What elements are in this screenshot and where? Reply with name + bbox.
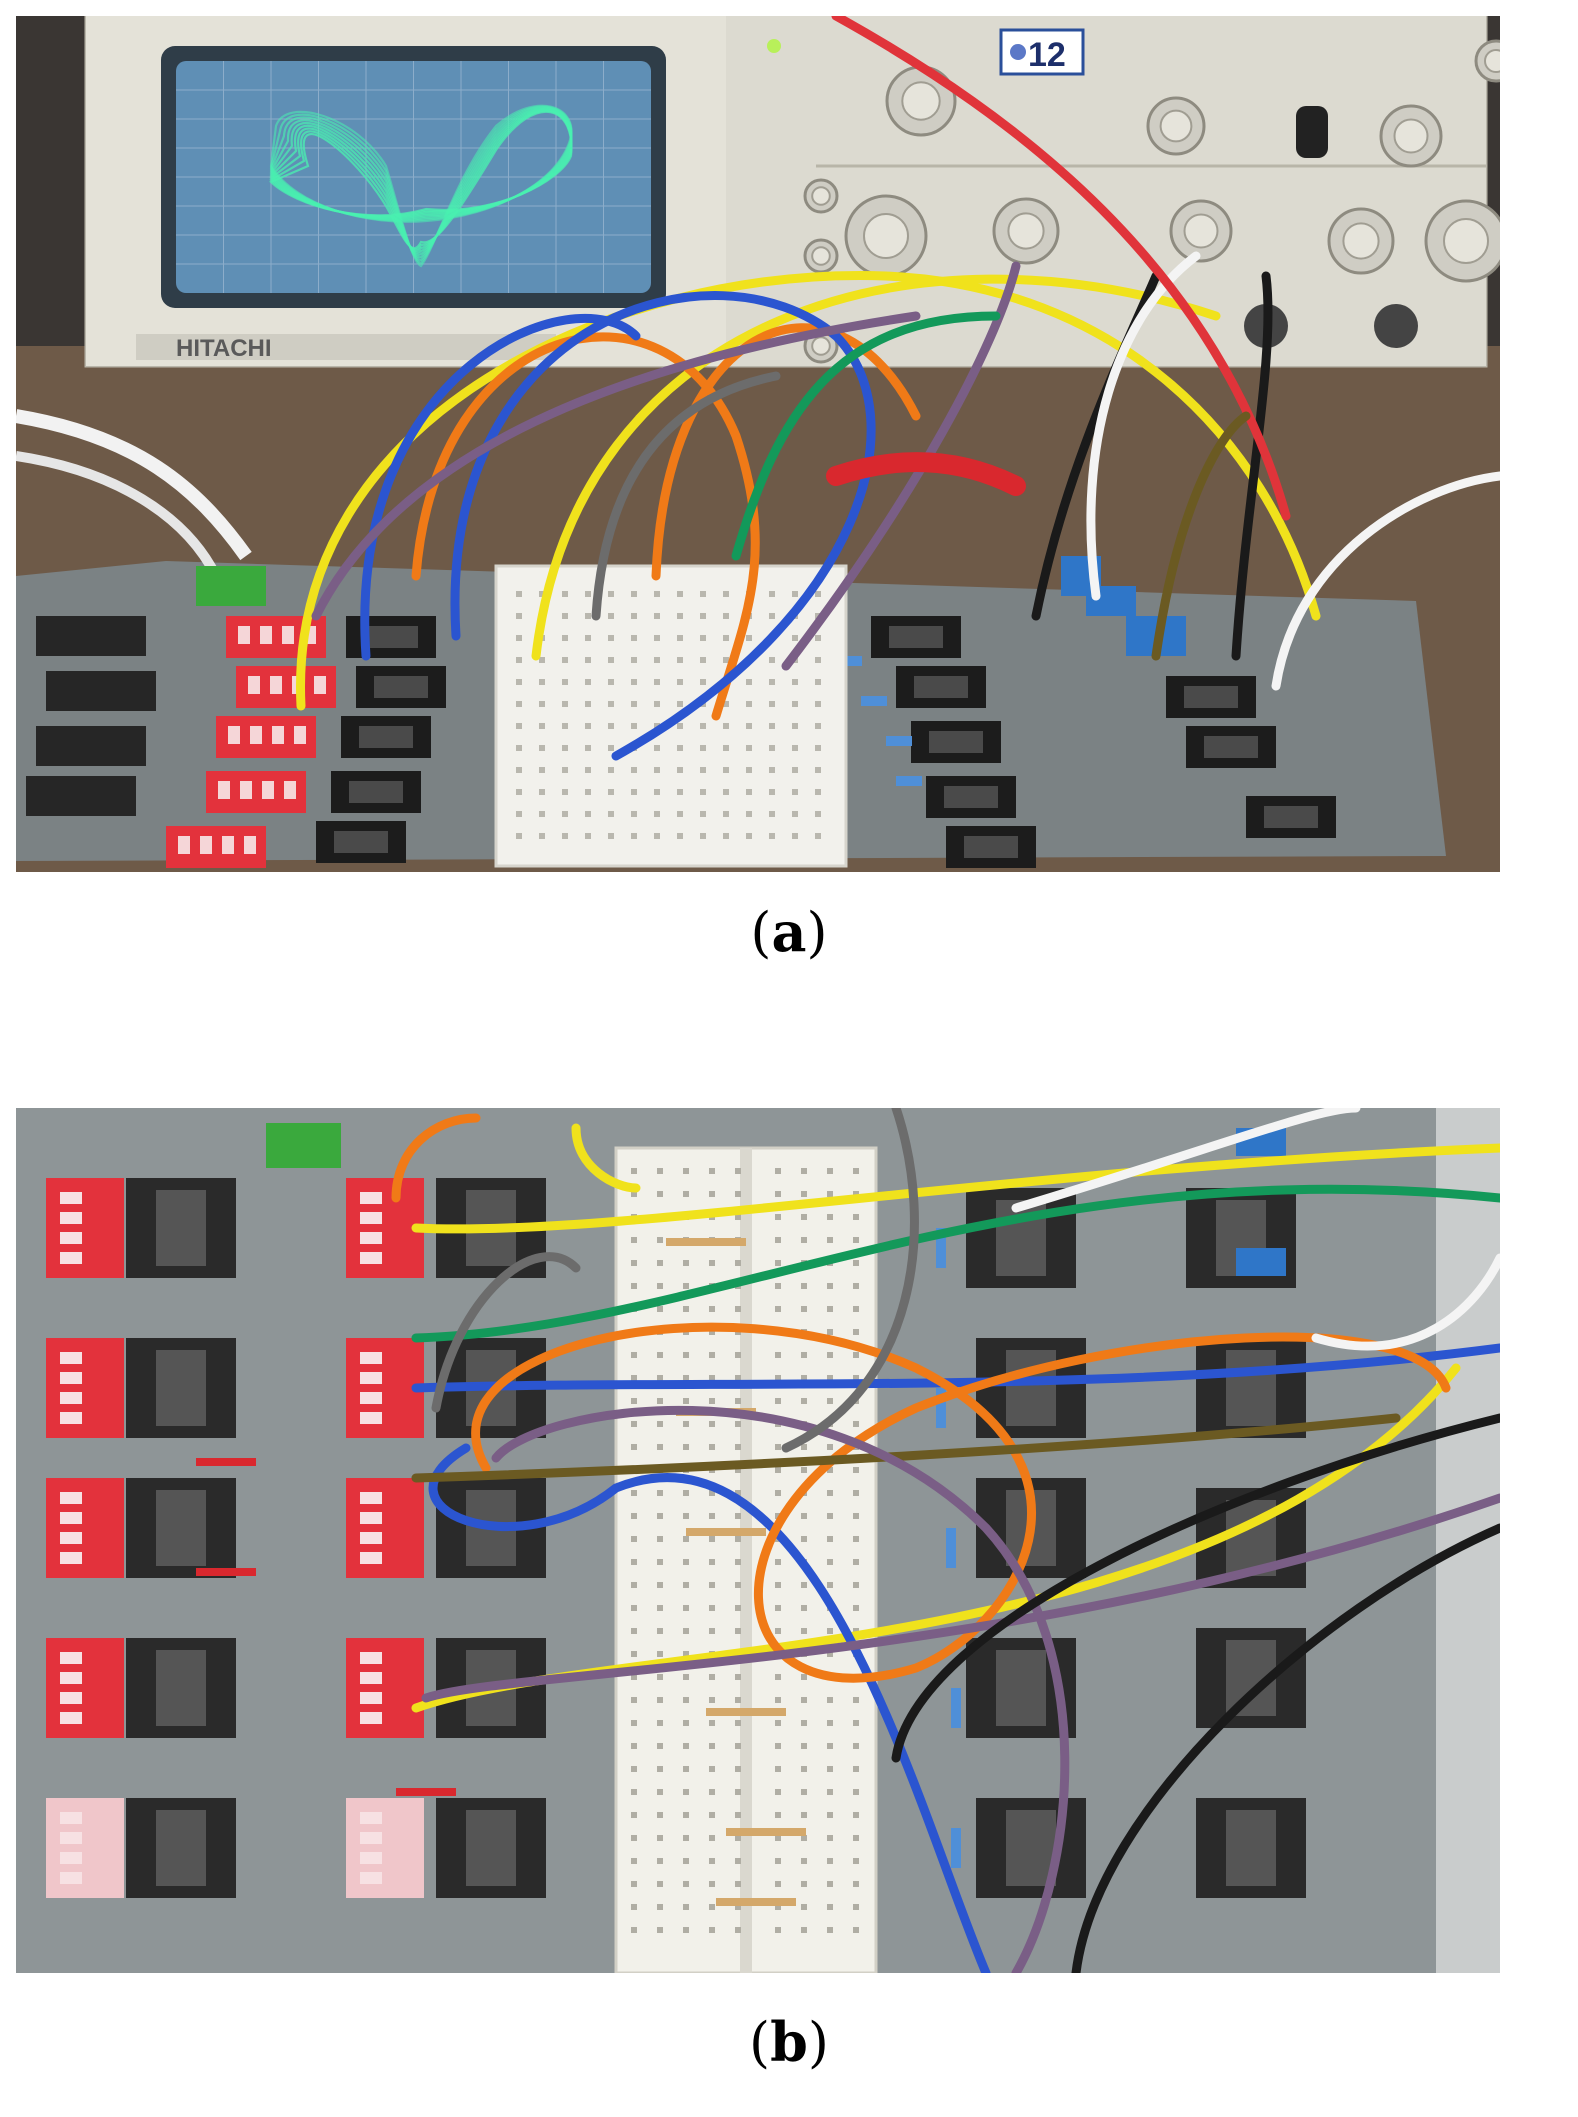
gray-wire bbox=[431, 1252, 581, 1413]
resistor bbox=[951, 1828, 961, 1868]
dip-switch bbox=[46, 1178, 124, 1278]
badge-dot-icon bbox=[1010, 44, 1026, 60]
green-wire bbox=[731, 311, 1001, 561]
resistor bbox=[946, 1528, 956, 1568]
black-wire bbox=[891, 1413, 1500, 1763]
resistor bbox=[666, 1238, 746, 1246]
photo-panel-b bbox=[16, 1108, 1500, 1973]
resistor bbox=[896, 776, 922, 786]
resistor bbox=[726, 1828, 806, 1836]
yellow-wire bbox=[531, 274, 1221, 661]
terminal-block bbox=[266, 1123, 341, 1168]
resistor bbox=[886, 736, 912, 746]
dip-switch bbox=[46, 1338, 124, 1438]
caption-b: (b) bbox=[749, 2010, 829, 2074]
purple-wire bbox=[421, 1493, 1500, 1703]
attractor-trace bbox=[269, 104, 573, 268]
yellow-wire bbox=[571, 1123, 641, 1193]
resistor bbox=[686, 1528, 766, 1536]
resistor bbox=[836, 656, 862, 666]
purple-wire bbox=[491, 1405, 1070, 1973]
jumper-wires-a bbox=[296, 16, 1500, 761]
gray-wire bbox=[591, 371, 781, 621]
dip-switch bbox=[46, 1638, 124, 1738]
resistor bbox=[861, 696, 887, 706]
dip-switch bbox=[346, 1178, 424, 1278]
board-a-components bbox=[26, 556, 1336, 868]
orange-wire bbox=[471, 1322, 1451, 1683]
dip-switch bbox=[46, 1478, 124, 1578]
jumper-wires-b bbox=[391, 1108, 1500, 1973]
black-wire bbox=[1071, 1523, 1500, 1973]
black-wire bbox=[1031, 271, 1161, 621]
resistor bbox=[936, 1388, 946, 1428]
photo-a-scene: HITACHI 12 bbox=[16, 16, 1500, 872]
dip-switch bbox=[346, 1338, 424, 1438]
terminal-block bbox=[196, 566, 266, 606]
dip-switch bbox=[346, 1478, 424, 1578]
scope-knobs bbox=[803, 39, 1500, 364]
oscilloscope-brand: HITACHI bbox=[176, 335, 272, 362]
yellow-wire bbox=[411, 1143, 1500, 1234]
resistor bbox=[936, 1228, 946, 1268]
white-wire bbox=[1271, 471, 1500, 691]
scope-grid bbox=[176, 61, 651, 293]
resistor bbox=[716, 1898, 796, 1906]
blue-wire bbox=[360, 313, 641, 661]
green-wire bbox=[411, 1184, 1500, 1343]
blue-wire bbox=[428, 1443, 991, 1973]
resistor bbox=[706, 1708, 786, 1716]
dip-switch bbox=[46, 1798, 124, 1898]
power-led-icon bbox=[767, 39, 781, 53]
white-wire bbox=[1311, 1253, 1500, 1351]
brown-wire bbox=[1151, 411, 1251, 661]
white-cable bbox=[16, 451, 221, 579]
blue-wire bbox=[411, 1343, 1500, 1393]
brown-wire bbox=[411, 1413, 1401, 1483]
badge-number: 12 bbox=[1028, 36, 1066, 74]
orange-wire bbox=[391, 1113, 481, 1203]
photo-panel-a: HITACHI 12 bbox=[16, 16, 1500, 872]
orange-wire bbox=[651, 323, 921, 581]
oscilloscope: HITACHI 12 bbox=[84, 16, 1500, 368]
circuit-board-a bbox=[16, 556, 1446, 868]
purple-wire bbox=[781, 261, 1021, 671]
breadboard-b-holes bbox=[631, 1168, 859, 1933]
red-alligator-clip bbox=[826, 452, 1026, 496]
dip-switch bbox=[346, 1798, 424, 1898]
purple-wire bbox=[311, 311, 921, 621]
white-cable bbox=[16, 409, 252, 561]
resistor bbox=[951, 1688, 961, 1728]
orange-wire bbox=[411, 332, 760, 721]
gray-wire bbox=[781, 1108, 919, 1453]
photo-b-scene bbox=[16, 1108, 1500, 1973]
breadboard-a-holes bbox=[516, 591, 821, 839]
white-wire bbox=[1011, 1108, 1361, 1213]
dip-switch bbox=[346, 1638, 424, 1738]
caption-a: (a) bbox=[750, 900, 828, 964]
capacitor bbox=[1236, 1248, 1286, 1276]
